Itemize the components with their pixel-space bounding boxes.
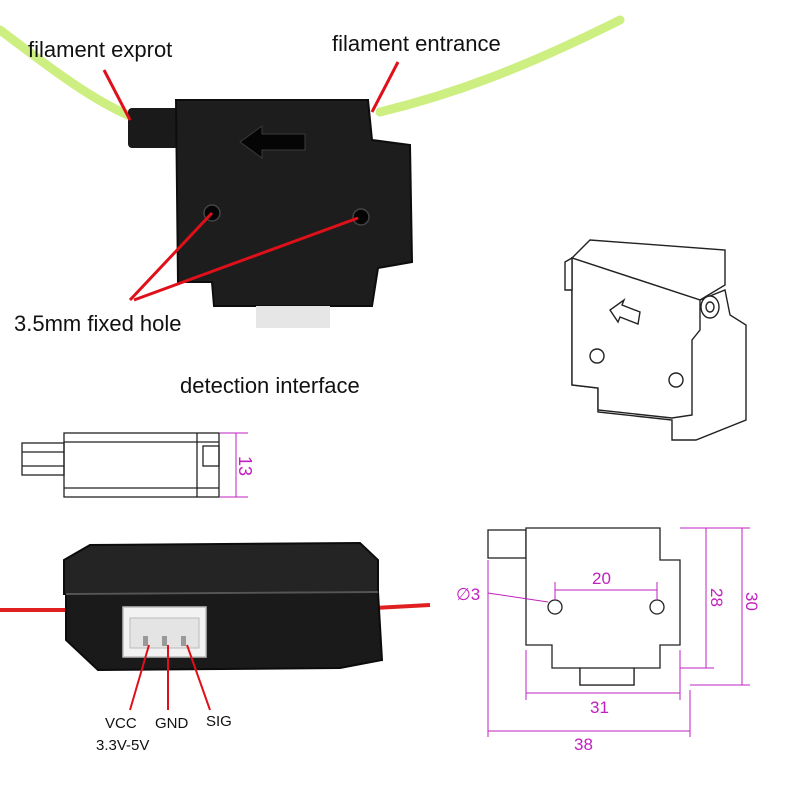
- pin-sig: SIG: [206, 713, 232, 730]
- direction-arrow-icon: [239, 125, 306, 159]
- dim-hole-diameter: ∅3: [456, 585, 480, 604]
- pin-vcc-range: 3.3V-5V: [96, 737, 149, 754]
- pointer-entrance: [370, 61, 400, 113]
- dim-13: [219, 432, 248, 498]
- dim-height-label: 13: [235, 456, 255, 476]
- dim-total-width: 38: [574, 735, 593, 754]
- iso-arrow-icon: [609, 298, 641, 325]
- connector-photo: [0, 541, 431, 711]
- exit-nozzle: [128, 108, 186, 148]
- connector-stub: [256, 306, 330, 328]
- pointer-hole-right: [133, 216, 359, 302]
- front-dimension-lines: [487, 527, 750, 737]
- iso-front-face: [571, 257, 701, 419]
- filament-out: [0, 25, 140, 123]
- label-fixed-hole: 3.5mm fixed hole: [14, 311, 182, 336]
- pin-gnd: GND: [155, 715, 189, 732]
- module-body: [174, 99, 414, 307]
- dim-hole-spacing: 20: [592, 569, 611, 588]
- dim-body-height: 28: [707, 588, 726, 607]
- pointer-hole-left: [128, 211, 214, 302]
- dim-total-height: 30: [742, 592, 761, 611]
- iso-hole-right: [668, 372, 684, 388]
- filament-in: [375, 15, 625, 117]
- label-filament-exprot: filament exprot: [28, 37, 172, 62]
- iso-hole-left: [589, 348, 605, 364]
- label-detection-interface: detection interface: [180, 373, 360, 398]
- pin-vcc: VCC: [105, 715, 137, 732]
- label-filament-entrance: filament entrance: [332, 31, 501, 56]
- front-view-drawing: [487, 527, 681, 686]
- isometric-drawing: [564, 239, 747, 441]
- filament-module-photo: filament exprot filament entrance 3.5mm …: [0, 15, 625, 336]
- mount-hole-right: [352, 208, 370, 226]
- dim-body-width: 31: [590, 698, 609, 717]
- wire-right: [374, 603, 431, 610]
- side-view-drawing: [21, 432, 220, 498]
- pointer-exprot: [102, 69, 132, 121]
